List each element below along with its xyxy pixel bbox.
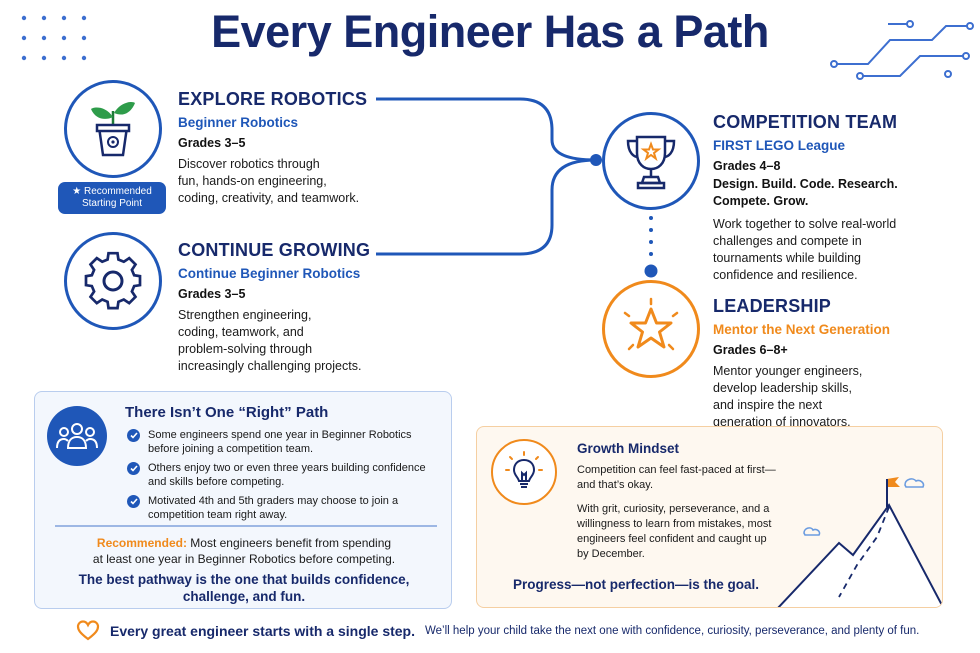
- leadership-title: LEADERSHIP: [713, 296, 832, 316]
- explore-robotics-section: EXPLORE ROBOTICS Beginner Robotics Grade…: [178, 89, 418, 207]
- people-icon-circle: [47, 406, 107, 466]
- gear-icon: [84, 251, 142, 310]
- mindset-paragraph-1: Competition can feel fast-paced at first…: [577, 464, 776, 491]
- continue-description: Strengthen engineering,coding, teamwork,…: [178, 308, 362, 373]
- mindset-paragraph-2: With grit, curiosity, perseverance, and …: [577, 503, 772, 560]
- list-item: Motivated 4th and 5th graders may choose…: [127, 494, 445, 522]
- checkmark-icon: [127, 495, 140, 508]
- lightbulb-icon: [505, 451, 543, 488]
- path-box-title: There Isn’t One “Right” Path: [125, 404, 329, 421]
- continue-subtitle: Continue Beginner Robotics: [178, 266, 361, 281]
- competition-subtitle: FIRST LEGO League: [713, 138, 846, 153]
- best-pathway-statement: The best pathway is the one that builds …: [78, 572, 410, 604]
- continue-growing-section: CONTINUE GROWING Continue Beginner Robot…: [178, 240, 418, 375]
- competition-team-icon-circle: [602, 112, 700, 210]
- leadership-subtitle: Mentor the Next Generation: [713, 322, 891, 337]
- competition-team-section: COMPETITION TEAM FIRST LEGO League Grade…: [713, 112, 963, 284]
- dot-grid-decoration: [21, 15, 87, 61]
- explore-title: EXPLORE ROBOTICS: [178, 89, 368, 109]
- star-icon: [623, 297, 679, 351]
- continue-title: CONTINUE GROWING: [178, 240, 371, 260]
- seedling-pot-gear-icon: [91, 102, 135, 157]
- checkmark-icon: [127, 462, 140, 475]
- mindset-goal: Progress—not perfection—is the goal.: [513, 577, 760, 592]
- continue-grades: Grades 3–5: [178, 287, 246, 301]
- recommended-note: Recommended: Most engineers benefit from…: [92, 536, 396, 566]
- no-right-path-panel: There Isn’t One “Right” Path Some engine…: [34, 391, 452, 609]
- footer: Every great engineer starts with a singl…: [76, 620, 976, 641]
- lightbulb-icon-circle: [491, 439, 557, 505]
- star-icon: ★: [72, 186, 84, 197]
- explore-subtitle: Beginner Robotics: [178, 115, 299, 130]
- competition-tagline: Design. Build. Code. Research.Compete. G…: [713, 177, 898, 208]
- leadership-description: Mentor younger engineers,develop leaders…: [713, 364, 863, 429]
- path-box-list: Some engineers spend one year in Beginne…: [127, 428, 445, 522]
- continue-growing-icon-circle: [64, 232, 162, 330]
- mountain-flag-illustration: [777, 477, 942, 607]
- leadership-section: LEADERSHIP Mentor the Next Generation Gr…: [713, 296, 963, 431]
- competition-grades: Grades 4–8: [713, 159, 781, 173]
- path-box-divider: [55, 525, 437, 527]
- people-group-icon: [56, 423, 98, 449]
- heart-icon: [76, 620, 100, 641]
- competition-title: COMPETITION TEAM: [713, 112, 898, 132]
- mindset-title: Growth Mindset: [577, 441, 679, 456]
- recommended-starting-point-badge: ★ Recommended Starting Point: [58, 182, 166, 214]
- list-item: Others enjoy two or even three years bui…: [127, 461, 445, 489]
- growth-mindset-panel: Growth Mindset Competition can feel fast…: [476, 426, 943, 608]
- page-title: Every Engineer Has a Path: [211, 6, 769, 57]
- explore-robotics-icon-circle: [64, 80, 162, 178]
- leadership-grades: Grades 6–8+: [713, 343, 788, 357]
- footer-text: We’ll help your child take the next one …: [425, 624, 920, 637]
- trophy-icon: [626, 135, 676, 190]
- footer-bold: Every great engineer starts with a singl…: [110, 622, 415, 639]
- explore-grades: Grades 3–5: [178, 136, 246, 150]
- checkmark-icon: [127, 429, 140, 442]
- list-item: Some engineers spend one year in Beginne…: [127, 428, 445, 456]
- circuit-lines-decoration: [830, 20, 974, 80]
- leadership-icon-circle: [602, 280, 700, 378]
